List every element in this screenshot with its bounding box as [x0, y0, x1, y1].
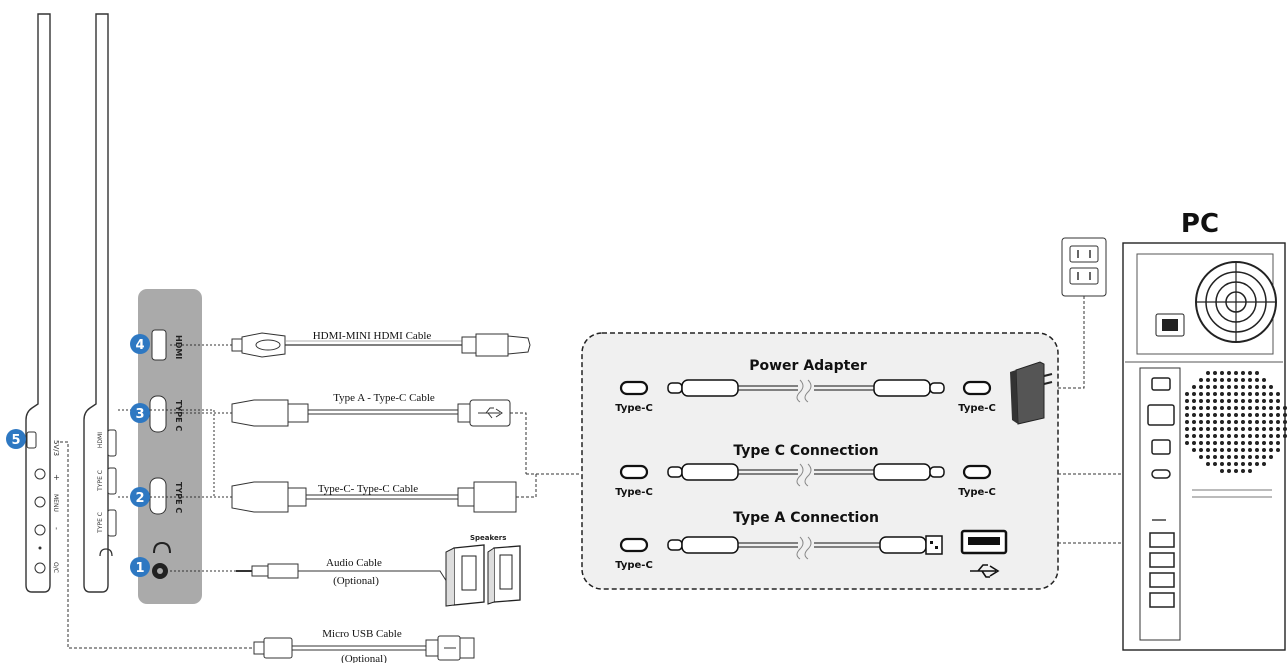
- type-c-label: Type-C: [958, 403, 996, 414]
- usb-port-icon: [1149, 552, 1175, 568]
- typec-port-3: [149, 395, 167, 433]
- micro-usb-cable-label: Micro USB Cable: [322, 628, 402, 640]
- type-c-connection-row: Type-C Type-C: [615, 463, 996, 498]
- type-c-label: Type-C: [615, 560, 653, 571]
- svg-text:1: 1: [135, 561, 144, 576]
- typec-port-icon: [962, 464, 992, 480]
- usb-port-icon: [1149, 572, 1175, 588]
- usb-port-icon: [1149, 592, 1175, 608]
- svg-text:5: 5: [11, 433, 20, 448]
- port-panel: HDMI TYPE C TYPE C: [138, 289, 202, 604]
- type-c-c-cable-label: Type-C- Type-C Cable: [318, 483, 418, 495]
- typec-port-icon: [619, 537, 649, 553]
- power-button: [34, 562, 46, 574]
- side-label-typec-2: TYPE C: [97, 512, 104, 534]
- hdmi-cable-label: HDMI-MINI HDMI Cable: [313, 330, 432, 342]
- port-label-hdmi: HDMI: [174, 335, 183, 359]
- connection-box: Power Adapter Type-C Type-C Type C Conne…: [581, 296, 1152, 590]
- vent-grille: [1185, 371, 1287, 473]
- callout-5: 5: [6, 429, 26, 449]
- hdmi-mini-hdmi-cable: HDMI-MINI HDMI Cable: [170, 330, 531, 358]
- minus-button: [34, 524, 46, 536]
- micro-usb-optional-label: (Optional): [341, 653, 387, 663]
- monitor-side-view: 5V/3 + MENU - O/C: [25, 13, 61, 593]
- power-adapter-icon: [1010, 361, 1053, 425]
- usb-icon: [970, 564, 1000, 578]
- plus-button: [34, 468, 46, 480]
- callout-4: 4: [130, 334, 150, 354]
- typec-port-icon: [619, 464, 649, 480]
- type-c-label: Type-C: [615, 403, 653, 414]
- type-a-connection-title: Type A Connection: [733, 510, 879, 526]
- typec-port-2: [149, 477, 167, 515]
- type-c-type-c-cable: Type-C- Type-C Cable: [170, 473, 580, 513]
- port-label-typec-3: TYPE C: [174, 400, 183, 431]
- audio-optional-label: (Optional): [333, 575, 379, 587]
- type-a-c-cable-label: Type A - Type-C Cable: [333, 392, 435, 404]
- callout-2: 2: [130, 487, 150, 507]
- power-adapter-title: Power Adapter: [749, 358, 867, 374]
- type-c-label: Type-C: [958, 487, 996, 498]
- displayport-icon: [1151, 439, 1171, 455]
- svg-text:3: 3: [135, 407, 144, 422]
- type-a-type-c-cable: Type A - Type-C Cable: [170, 392, 527, 474]
- audio-cable-label: Audio Cable: [326, 557, 382, 569]
- type-a-connection-row: Type-C: [615, 529, 1008, 578]
- svg-text:4: 4: [135, 338, 144, 353]
- audio-cable: Audio Cable (Optional): [170, 557, 453, 591]
- usb-port-icon: [1149, 532, 1175, 548]
- port-label-5v: 5V/3: [52, 440, 60, 456]
- pc-label: PC: [1181, 209, 1219, 239]
- callout-1: 1: [130, 557, 150, 577]
- pc-tower: PC: [1122, 209, 1287, 651]
- button-label-plus: +: [52, 474, 61, 481]
- typec-pc-port-icon: [1151, 469, 1171, 479]
- button-label-menu: MENU: [52, 494, 59, 512]
- micro-usb-cable: Micro USB Cable (Optional): [60, 441, 475, 663]
- typec-port-icon: [962, 380, 992, 396]
- type-c-label: Type-C: [615, 487, 653, 498]
- menu-button: [34, 496, 46, 508]
- headphone-icon: [153, 541, 171, 554]
- speakers: Speakers: [445, 534, 521, 607]
- callouts: 1 2 3 4 5: [6, 334, 150, 577]
- headphone-icon: [99, 548, 113, 557]
- power-adapter-row: Type-C Type-C: [615, 361, 1053, 425]
- dvi-port-icon: [1147, 404, 1175, 426]
- typec-port-icon: [619, 380, 649, 396]
- speakers-label: Speakers: [470, 534, 506, 542]
- callout-3: 3: [130, 403, 150, 423]
- micro-usb-port: [26, 431, 37, 449]
- port-label-typec-2: TYPE C: [174, 482, 183, 513]
- monitor-port-side-view: HDMI TYPE C TYPE C: [83, 13, 117, 593]
- button-label-power: O/C: [52, 562, 59, 573]
- side-label-typec-1: TYPE C: [97, 470, 104, 492]
- type-c-connection-title: Type C Connection: [733, 443, 878, 459]
- wall-outlet-icon: [1061, 237, 1107, 297]
- hdmi-port-icon: [1151, 377, 1171, 391]
- svg-text:2: 2: [135, 491, 144, 506]
- button-label-minus: -: [52, 527, 61, 530]
- side-label-hdmi: HDMI: [97, 432, 104, 448]
- hdmi-port: [151, 329, 167, 361]
